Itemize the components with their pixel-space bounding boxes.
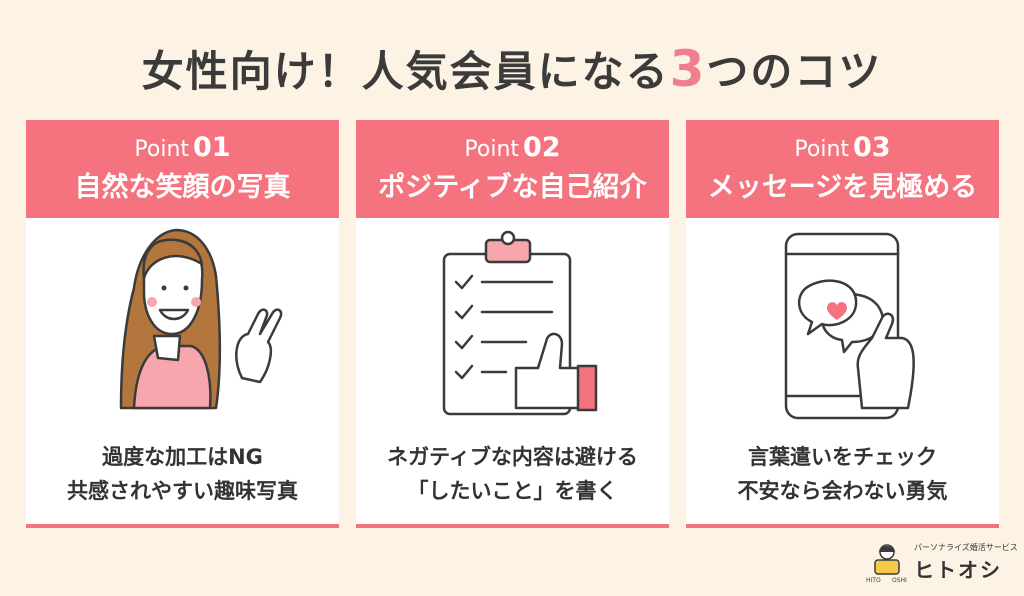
card-description: 過度な加工はNG 共感されやすい趣味写真 — [26, 440, 339, 508]
card-line-1: 過度な加工はNG — [102, 445, 263, 469]
smiling-woman-illustration — [119, 228, 283, 410]
clipboard-thumbs-up-illustration — [442, 230, 598, 416]
card-title: メッセージを見極める — [707, 172, 978, 203]
mascot-label-right: OSHI — [892, 577, 907, 584]
mascot-icon: HITO OSHI — [866, 544, 907, 584]
point-text: Point — [794, 137, 850, 162]
smartphone-heart-message-illustration — [784, 232, 915, 420]
title-text-end: つのコツ — [706, 47, 883, 96]
card-line-1: 言葉遣いをチェック — [748, 445, 937, 469]
point-number: 03 — [853, 132, 891, 163]
logo-tagline: パーソナライズ婚活サービス — [914, 543, 1018, 552]
card-bottom-bar — [26, 524, 339, 528]
card-description: 言葉遣いをチェック 不安なら会わない勇気 — [686, 440, 999, 508]
card-title: ポジティブな自己紹介 — [378, 172, 647, 203]
brand-logo: HITO OSHI パーソナライズ婚活サービス ヒトオシ — [864, 538, 1018, 588]
card-bottom-bar — [356, 524, 669, 528]
title-accent-number: 3 — [669, 40, 707, 98]
card-line-2: 不安なら会わない勇気 — [737, 479, 948, 503]
point-number: 01 — [193, 132, 231, 163]
card-line-2: 「したいこと」を書く — [407, 479, 618, 503]
card-line-2: 共感されやすい趣味写真 — [67, 479, 298, 503]
card-bottom-bar — [686, 524, 999, 528]
logo-name: ヒトオシ — [914, 558, 1002, 582]
point-number: 02 — [523, 132, 561, 163]
card-description: ネガティブな内容は避ける 「したいこと」を書く — [356, 440, 669, 508]
card-title: 自然な笑顔の写真 — [74, 172, 291, 203]
point-text: Point — [464, 137, 520, 162]
page-title: 女性向け！人気会員になる3つのコツ — [0, 38, 1024, 99]
point-text: Point — [134, 137, 190, 162]
title-text: 女性向け！人気会員になる — [141, 47, 670, 96]
mascot-label-left: HITO — [866, 577, 881, 584]
card-line-1: ネガティブな内容は避ける — [387, 445, 638, 469]
